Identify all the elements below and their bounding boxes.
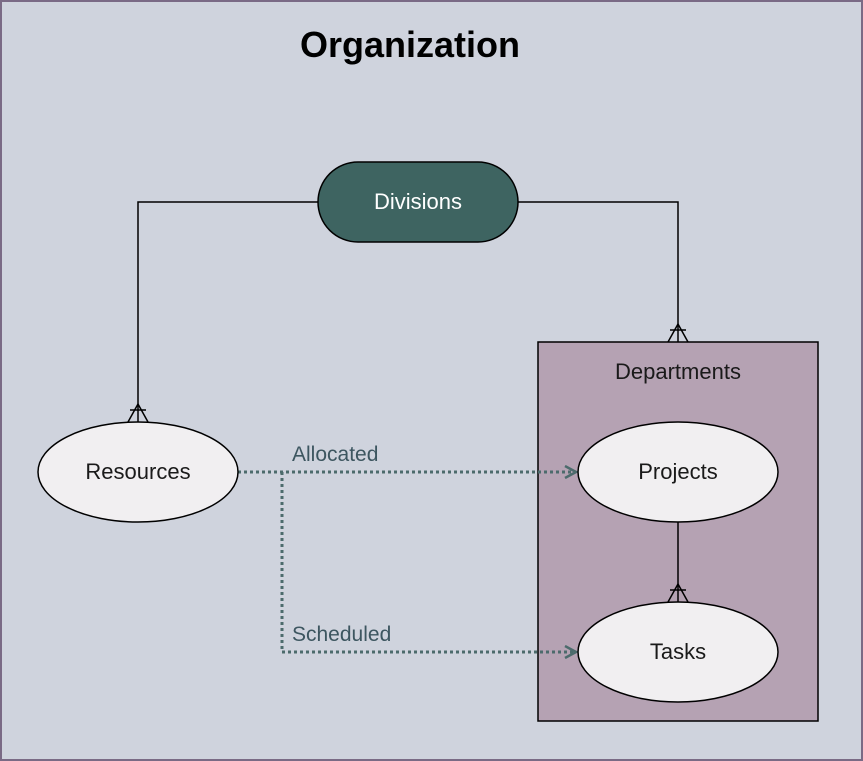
diagram-title: Organization [299,24,520,65]
resources-node[interactable] [37,421,239,523]
tasks-label: Tasks [649,639,707,664]
resources-label: Resources [85,459,191,484]
tasks-node[interactable] [577,601,779,703]
divisions-node[interactable] [317,161,519,243]
crowfoot-tasks [667,583,689,603]
departments-label: Departments [615,359,741,384]
edge-label-scheduled: Scheduled [292,623,392,646]
crowfoot-departments [667,323,689,343]
edge-label-allocated: Allocated [292,443,379,466]
projects-label: Projects [638,459,718,484]
connector-divisions-resources [137,201,318,422]
projects-node[interactable] [577,421,779,523]
divisions-label: Divisions [373,189,463,214]
connector-divisions-departments [518,201,679,342]
edge-scheduled [280,472,576,652]
crowfoot-resources [127,403,149,423]
